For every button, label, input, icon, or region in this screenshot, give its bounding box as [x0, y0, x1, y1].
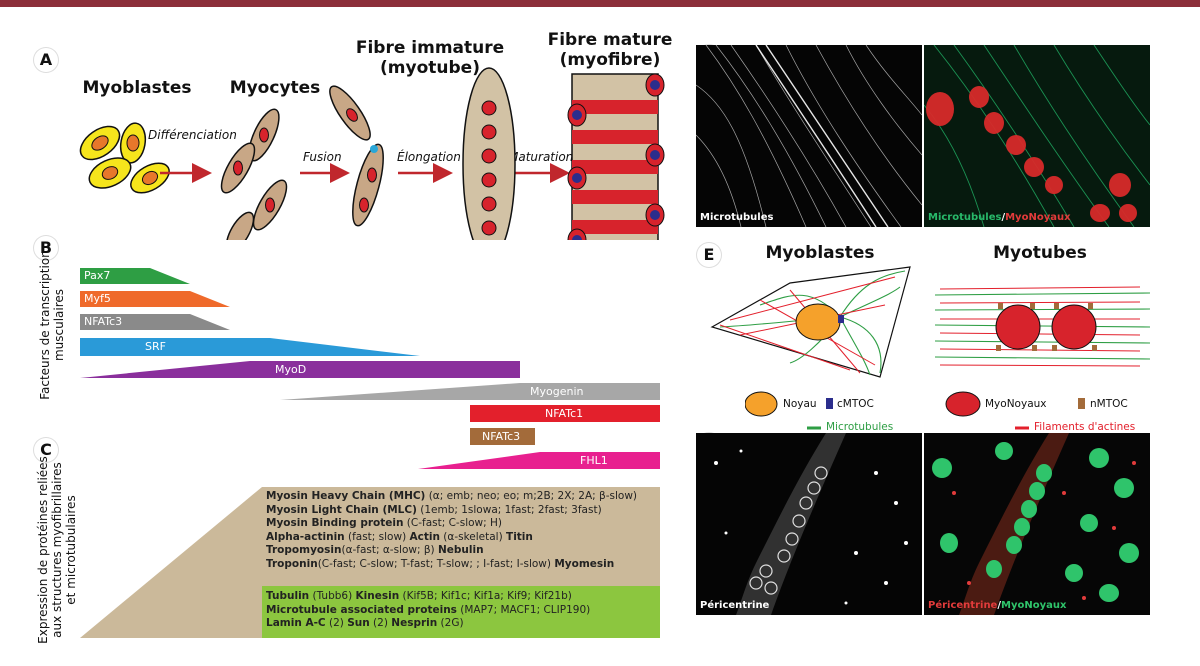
bar-label-nfatc1: NFATc1: [545, 407, 584, 420]
protein-expression-wedge: [80, 487, 660, 638]
protein-line-tubulin: Tubulin (Tubb6) Kinesin (Kif5B; Kif1c; K…: [266, 590, 572, 602]
legend-actines: Filaments d'actines: [1034, 421, 1136, 433]
stage-title-myocytes: Myocytes: [229, 78, 321, 98]
micrograph-microtubules-myonuclei: Microtubules/MyoNoyaux: [924, 45, 1150, 227]
top-accent-bar: [0, 0, 1200, 7]
label-microtubules: Microtubules: [700, 212, 774, 223]
stage-title-myoblastes: Myoblastes: [82, 78, 192, 98]
micrograph-pericentrine: Péricentrine: [696, 433, 922, 615]
micrograph-microtubules: Microtubules: [696, 45, 922, 227]
protein-line-troponin: Troponin(C-fast; C-slow; T-fast; T-slow;…: [266, 557, 615, 570]
pericentrine-image: [696, 433, 922, 615]
transcription-factor-bars: [80, 268, 660, 469]
legend-e-shapes: [745, 391, 1085, 430]
arrow-label-fusion: Fusion: [303, 150, 342, 164]
panel-letter-b: B: [34, 236, 58, 260]
protein-line-mlc: Myosin Light Chain (MLC) (1emb; 1slowa; …: [266, 503, 602, 516]
myoblast-cells: [79, 122, 170, 194]
fusing-cells: [329, 85, 384, 227]
bar-label-myf5: Myf5: [84, 292, 111, 305]
protein-line-mhc: Myosin Heavy Chain (MHC) (α; emb; neo; e…: [266, 490, 638, 502]
protein-line-map: Microtubule associated proteins (MAP7; M…: [266, 603, 591, 616]
panel-letter-a: A: [34, 48, 58, 72]
bar-label-pax7: Pax7: [84, 269, 111, 282]
legend-nmtoc: nMTOC: [1090, 398, 1128, 410]
legend-myonoyaux: MyoNoyaux: [985, 398, 1047, 410]
bar-label-myod: MyoD: [275, 363, 307, 376]
bar-label-nfatc3: NFATc3: [84, 315, 123, 328]
panel-letter-c: C: [34, 438, 58, 462]
bar-label-fhl1: FHL1: [580, 454, 608, 467]
stage-title-fibre-mature: Fibre mature (myofibre): [547, 30, 673, 70]
panel-letter-e: E: [697, 243, 721, 267]
myocyte-cells: [220, 108, 288, 240]
arrow-label-maturation: Maturation: [508, 150, 574, 164]
title-myotubes-e: Myotubes: [993, 243, 1087, 263]
legend-microtubules: Microtubules: [826, 421, 894, 433]
protein-line-tropomyosin: Tropomyosin(α-fast; α-slow; β) Nebulin: [266, 544, 484, 556]
micrograph-pericentrine-myonuclei: Péricentrine/MyoNoyaux: [924, 433, 1150, 615]
label-pericentrine-overlay: Péricentrine/MyoNoyaux: [928, 600, 1067, 611]
myotube: [462, 67, 516, 240]
microtubule-fibers-image: [696, 45, 922, 227]
microtubule-nuclei-image: [924, 45, 1150, 227]
legend-cmtoc: cMTOC: [837, 398, 874, 410]
myofibril-protein-list: Myosin Heavy Chain (MHC) (α; emb; neo; e…: [266, 490, 656, 571]
microtubule-protein-list: Tubulin (Tubb6) Kinesin (Kif5B; Kif1c; K…: [266, 590, 656, 631]
stage-title-fibre-immature: Fibre immature (myotube): [355, 38, 505, 78]
protein-line-lamin: Lamin A-C (2) Sun (2) Nesprin (2G): [266, 617, 464, 629]
cell-diagram-a: [79, 67, 665, 240]
cytoskeleton-diagram: [710, 266, 1151, 378]
myofibre: [567, 73, 665, 240]
arrow-label-elongation: Élongation: [397, 150, 461, 164]
protein-line-actinin: Alpha-actinin (fast; slow) Actin (α-skel…: [266, 530, 533, 543]
legend-noyau: Noyau: [783, 398, 817, 410]
protein-line-mbp: Myosin Binding protein (C-fast; C-slow; …: [266, 517, 502, 529]
bar-label-myogenin: Myogenin: [530, 385, 584, 398]
label-pericentrine: Péricentrine: [700, 600, 770, 611]
label-microtubules-overlay: Microtubules/MyoNoyaux: [928, 212, 1071, 223]
pericentrine-nuclei-image: [924, 433, 1150, 615]
title-myoblastes-e: Myoblastes: [765, 243, 875, 263]
bar-label-nfatc3-late: NFATc3: [482, 430, 521, 443]
bar-label-srf: SRF: [145, 340, 166, 353]
arrow-label-differenciation: Différenciation: [148, 128, 237, 142]
